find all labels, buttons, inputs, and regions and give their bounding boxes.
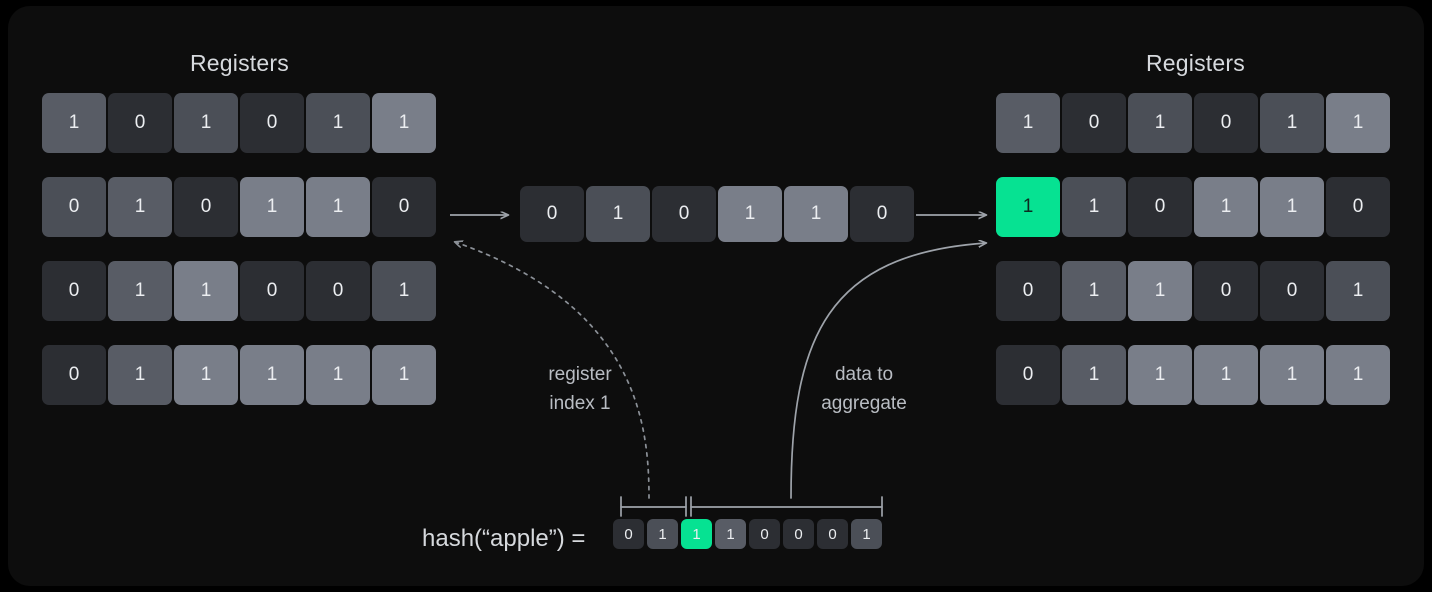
left-register-cell-r3-c4: 1	[306, 345, 370, 405]
left-register-cell-r1-c1: 1	[108, 177, 172, 237]
right-register-cell-r2-c3: 0	[1194, 261, 1258, 321]
hash-bit-1: 1	[647, 519, 678, 549]
right-register-cell-r2-c1: 1	[1062, 261, 1126, 321]
left-register-cell-r0-c3: 0	[240, 93, 304, 153]
right-register-cell-r3-c1: 1	[1062, 345, 1126, 405]
right-register-cell-r3-c3: 1	[1194, 345, 1258, 405]
hash-bit-6: 0	[817, 519, 848, 549]
right-register-cell-r1-c1: 1	[1062, 177, 1126, 237]
middle-register-cell-0: 0	[520, 186, 584, 242]
left-register-cell-r3-c0: 0	[42, 345, 106, 405]
hash-bit-0: 0	[613, 519, 644, 549]
left-register-cell-r2-c1: 1	[108, 261, 172, 321]
right-register-cell-r2-c4: 0	[1260, 261, 1324, 321]
left-panel-title: Registers	[190, 50, 289, 76]
hash-expression-label: hash(“apple”) =	[422, 525, 586, 552]
left-register-cell-r1-c0: 0	[42, 177, 106, 237]
left-register-cell-r2-c4: 0	[306, 261, 370, 321]
left-register-cell-r2-c0: 0	[42, 261, 106, 321]
right-register-cell-r0-c1: 0	[1062, 93, 1126, 153]
data-bit-bracket	[690, 496, 883, 517]
right-register-cell-r0-c4: 1	[1260, 93, 1324, 153]
right-register-cell-r2-c0: 0	[996, 261, 1060, 321]
right-register-cell-r3-c5: 1	[1326, 345, 1390, 405]
index-bit-bracket	[620, 496, 687, 517]
left-register-cell-r0-c1: 0	[108, 93, 172, 153]
right-register-cell-r0-c5: 1	[1326, 93, 1390, 153]
left-register-cell-r0-c5: 1	[372, 93, 436, 153]
middle-register-cell-5: 0	[850, 186, 914, 242]
middle-register-cell-1: 1	[586, 186, 650, 242]
left-register-cell-r3-c3: 1	[240, 345, 304, 405]
right-register-cell-r0-c3: 0	[1194, 93, 1258, 153]
right-register-cell-r2-c2: 1	[1128, 261, 1192, 321]
middle-register-cell-4: 1	[784, 186, 848, 242]
right-register-cell-r1-c5: 0	[1326, 177, 1390, 237]
right-panel-title: Registers	[1146, 50, 1245, 76]
middle-register-cell-3: 1	[718, 186, 782, 242]
data-to-aggregate-label: data to aggregate	[821, 364, 907, 414]
hash-bit-3: 1	[715, 519, 746, 549]
right-register-cell-r3-c2: 1	[1128, 345, 1192, 405]
left-register-cell-r2-c3: 0	[240, 261, 304, 321]
left-register-cell-r0-c2: 1	[174, 93, 238, 153]
left-register-cell-r2-c5: 1	[372, 261, 436, 321]
left-register-cell-r3-c5: 1	[372, 345, 436, 405]
left-register-cell-r2-c2: 1	[174, 261, 238, 321]
left-register-cell-r0-c4: 1	[306, 93, 370, 153]
left-register-cell-r3-c2: 1	[174, 345, 238, 405]
right-register-cell-r1-c4: 1	[1260, 177, 1324, 237]
left-register-cell-r1-c3: 1	[240, 177, 304, 237]
left-register-cell-r0-c0: 1	[42, 93, 106, 153]
right-register-cell-r2-c5: 1	[1326, 261, 1390, 321]
right-register-cell-r0-c0: 1	[996, 93, 1060, 153]
hash-bit-2: 1	[681, 519, 712, 549]
left-register-cell-r3-c1: 1	[108, 345, 172, 405]
middle-register-cell-2: 0	[652, 186, 716, 242]
right-register-cell-r1-c2: 0	[1128, 177, 1192, 237]
hash-bit-7: 1	[851, 519, 882, 549]
left-register-cell-r1-c5: 0	[372, 177, 436, 237]
left-register-cell-r1-c4: 1	[306, 177, 370, 237]
right-register-cell-r1-c0: 1	[996, 177, 1060, 237]
hash-bit-5: 0	[783, 519, 814, 549]
left-register-cell-r1-c2: 0	[174, 177, 238, 237]
register-index-label: register index 1	[548, 364, 612, 414]
right-register-cell-r1-c3: 1	[1194, 177, 1258, 237]
right-register-cell-r0-c2: 1	[1128, 93, 1192, 153]
right-register-cell-r3-c4: 1	[1260, 345, 1324, 405]
right-register-cell-r3-c0: 0	[996, 345, 1060, 405]
hash-bit-4: 0	[749, 519, 780, 549]
